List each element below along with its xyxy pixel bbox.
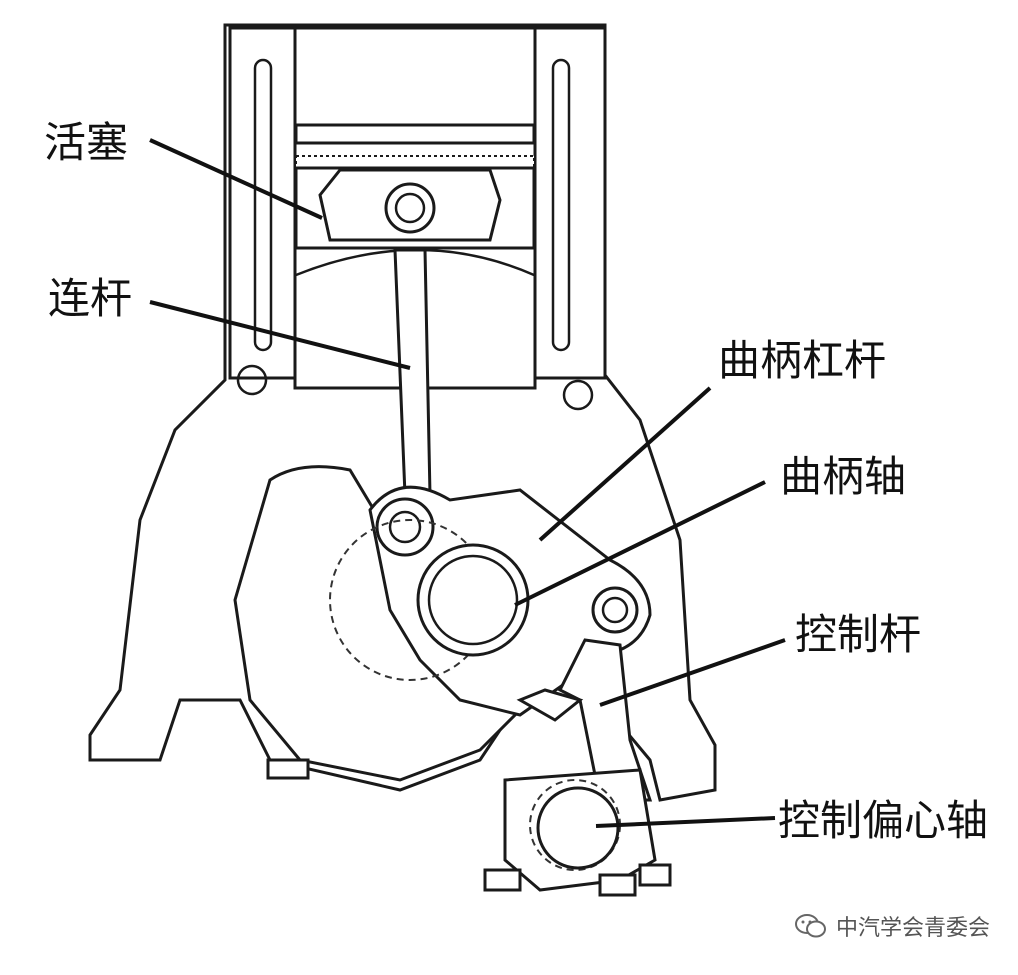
piston-pin-inner (394, 192, 426, 224)
label-conrod: 连杆 (48, 274, 133, 323)
lever-pin-right-inner (601, 596, 629, 624)
crankshaft-outer (416, 543, 530, 657)
label-control-rod: 控制杆 (795, 610, 922, 659)
watermark-text: 中汽学会青委会 (835, 916, 990, 941)
bolt-bottom-1 (483, 868, 522, 892)
right-block-hole (562, 379, 594, 411)
eccentric-shaft (536, 786, 620, 870)
left-slot (253, 58, 273, 352)
lever-pin-top-inner (388, 510, 422, 544)
wechat-icon (794, 914, 826, 938)
bolt-right (638, 863, 672, 887)
bolt-bottom-2 (598, 873, 637, 897)
leader-conrod (149, 300, 411, 370)
piston-ring (295, 155, 535, 169)
bolt-left (266, 758, 310, 780)
control-rod-plate (516, 688, 584, 722)
label-piston: 活塞 (44, 118, 129, 167)
leader-piston (149, 138, 323, 220)
label-crank-lever: 曲柄杠杆 (718, 336, 887, 385)
leader-control-rod (599, 638, 786, 707)
right-slot (551, 58, 571, 352)
leader-crankshaft (514, 480, 766, 607)
leader-crank-lever (538, 386, 712, 542)
leader-eccentric (595, 816, 776, 828)
counterweight (233, 465, 523, 782)
label-control-eccentric: 控制偏心轴 (778, 796, 989, 845)
piston-top (294, 123, 536, 145)
piston-pin (384, 182, 436, 234)
lever-pin-right (591, 586, 639, 634)
watermark: 中汽学会青委会 (794, 910, 990, 942)
left-block-hole (236, 364, 268, 396)
crankshaft-inner (427, 554, 519, 646)
label-crankshaft: 曲柄轴 (780, 452, 907, 501)
lever-pin-top (375, 497, 435, 557)
